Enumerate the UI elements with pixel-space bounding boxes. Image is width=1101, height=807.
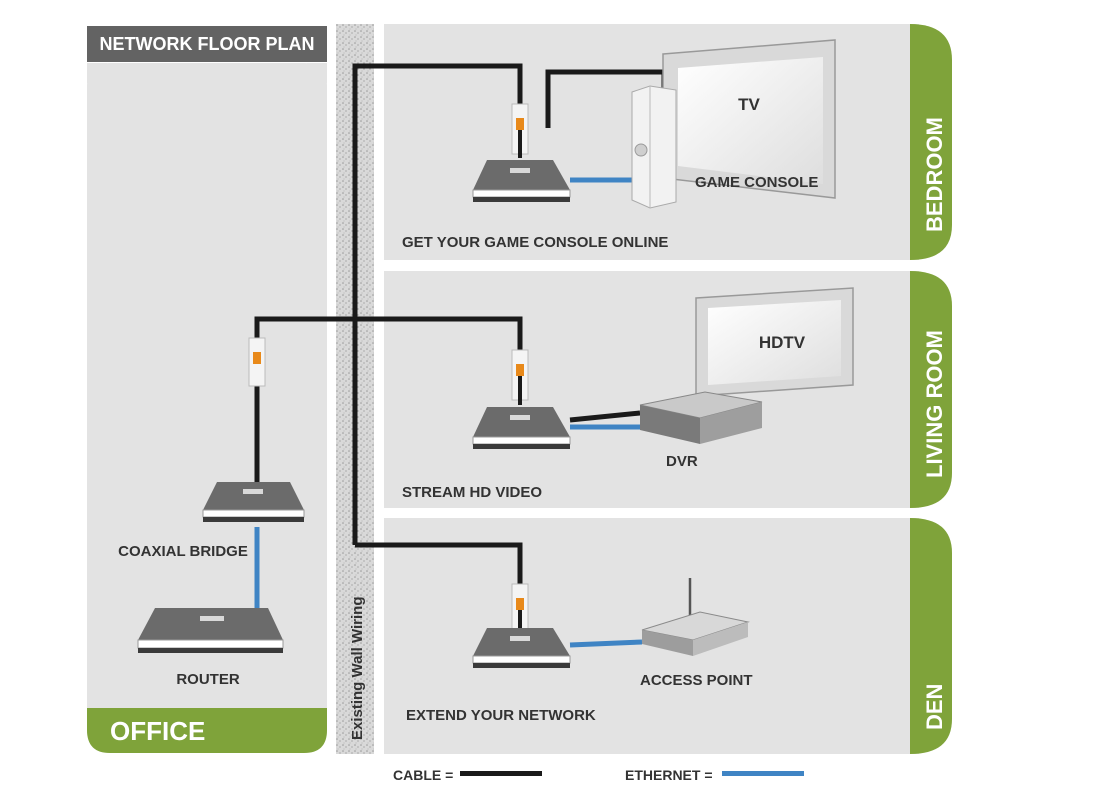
bedroom-label: BEDROOM [922, 117, 947, 232]
living-room-label: LIVING ROOM [922, 330, 947, 478]
living-room-caption: STREAM HD VIDEO [402, 484, 542, 501]
legend-cable-label: CABLE = [393, 767, 453, 783]
dvr-label: DVR [666, 453, 698, 470]
access-point-label: ACCESS POINT [640, 672, 753, 689]
den-caption: EXTEND YOUR NETWORK [406, 707, 596, 724]
legend-cable-swatch [460, 771, 542, 776]
router-device [138, 608, 283, 653]
wall-label: Existing Wall Wiring [349, 597, 366, 740]
office-label: OFFICE [110, 716, 205, 746]
den-label: DEN [922, 684, 947, 730]
legend: CABLE = ETHERNET = [393, 767, 804, 783]
coaxial-bridge-label: COAXIAL BRIDGE [118, 543, 248, 560]
living-room-room: LIVING ROOM [384, 271, 952, 508]
wall-adapter-living [512, 350, 528, 405]
bridge-device-bedroom [473, 160, 570, 202]
tv-label: TV [738, 95, 760, 114]
hdtv-device: HDTV [696, 288, 853, 396]
wall-adapter-den [512, 584, 528, 634]
game-console-device [632, 86, 676, 208]
hdtv-label: HDTV [759, 333, 806, 352]
wall-adapter-office [249, 338, 265, 386]
bedroom-caption: GET YOUR GAME CONSOLE ONLINE [402, 234, 668, 251]
legend-ethernet-swatch [722, 771, 804, 776]
legend-ethernet-label: ETHERNET = [625, 767, 713, 783]
coaxial-bridge-device [203, 482, 304, 522]
wall-adapter-bedroom [512, 104, 528, 158]
router-label: ROUTER [176, 671, 240, 688]
bridge-device-living [473, 407, 570, 449]
game-console-label: GAME CONSOLE [695, 174, 818, 191]
bridge-device-den [473, 628, 570, 668]
diagram-title: NETWORK FLOOR PLAN [100, 34, 315, 54]
